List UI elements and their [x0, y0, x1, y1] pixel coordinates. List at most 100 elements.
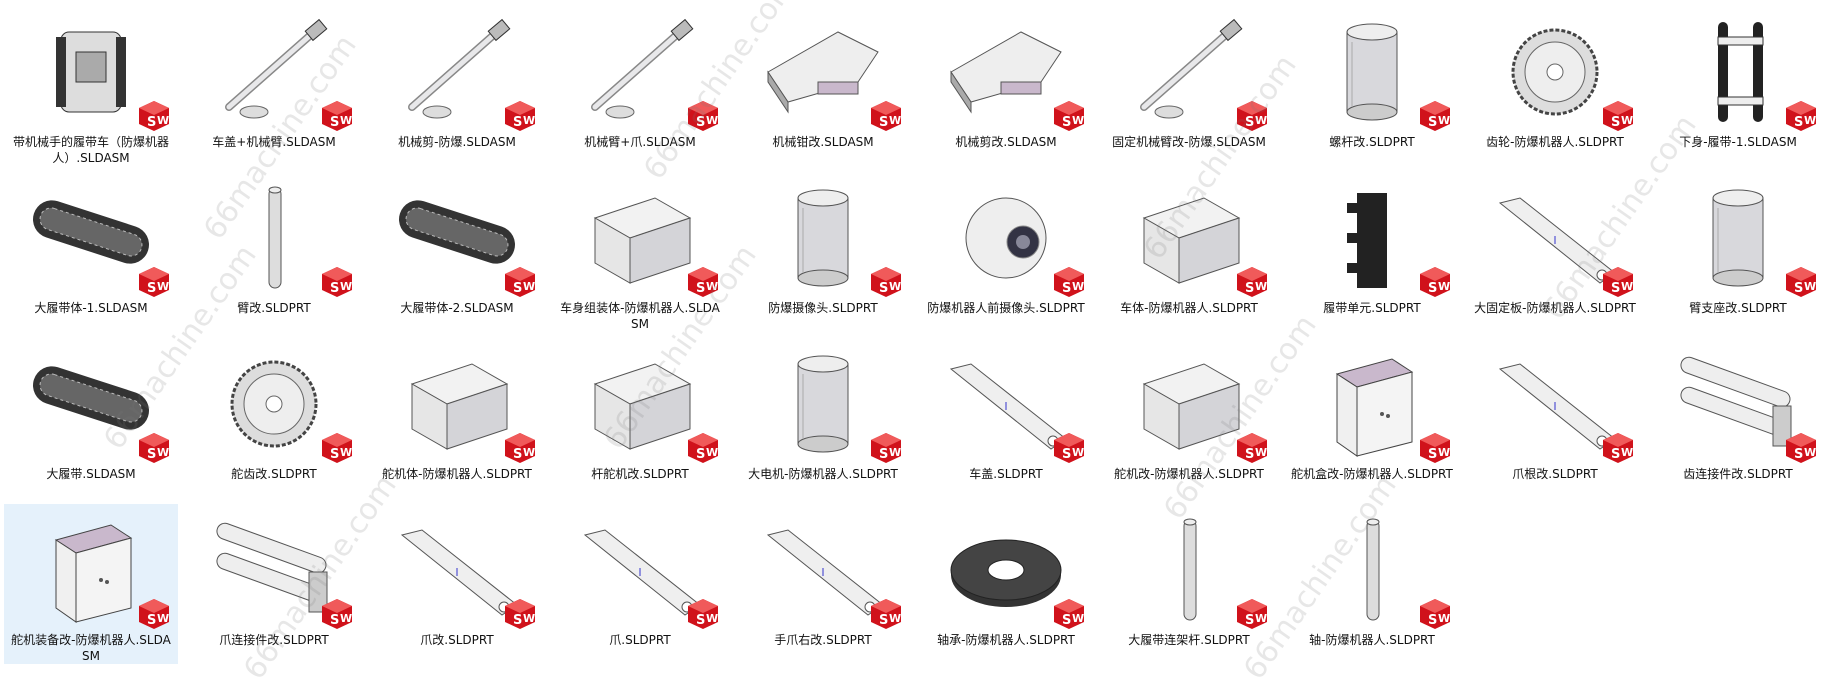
file-name: 机械剪改.SLDASM [955, 135, 1057, 149]
file-name: 舵机装备改-防爆机器人.SLDASM [11, 633, 171, 663]
track-frame-thumbnail-icon [1663, 12, 1813, 134]
svg-text:W: W [1804, 446, 1816, 459]
svg-text:W: W [1072, 446, 1084, 459]
box-thumbnail-icon [1114, 178, 1264, 300]
file-name: 防爆摄像头.SLDPRT [768, 301, 878, 315]
svg-text:S: S [1428, 447, 1437, 462]
svg-text:S: S [330, 447, 339, 462]
arm-thumbnail-icon [382, 12, 532, 134]
file-name: 防爆机器人前摄像头.SLDPRT [927, 301, 1085, 315]
svg-text:S: S [330, 613, 339, 628]
svg-text:W: W [889, 114, 901, 127]
svg-text:W: W [1621, 280, 1633, 293]
svg-text:S: S [1062, 281, 1071, 296]
svg-text:S: S [1611, 115, 1620, 130]
svg-text:W: W [523, 446, 535, 459]
svg-text:S: S [696, 613, 705, 628]
svg-text:W: W [1804, 114, 1816, 127]
svg-text:S: S [1245, 115, 1254, 130]
svg-text:S: S [1611, 281, 1620, 296]
file-name: 臂改.SLDPRT [237, 301, 311, 315]
file-name: 爪.SLDPRT [609, 633, 671, 647]
box-thumbnail-icon [565, 178, 715, 300]
file-name: 大履带连架杆.SLDPRT [1128, 633, 1250, 647]
svg-text:W: W [340, 280, 352, 293]
file-name: 大电机-防爆机器人.SLDPRT [748, 467, 898, 481]
file-name: 机械钳改.SLDASM [772, 135, 874, 149]
svg-text:W: W [340, 114, 352, 127]
svg-text:S: S [696, 447, 705, 462]
svg-text:W: W [706, 114, 718, 127]
svg-text:W: W [157, 446, 169, 459]
svg-text:W: W [523, 114, 535, 127]
gear-thumbnail-icon [199, 344, 349, 466]
svg-text:W: W [1072, 280, 1084, 293]
svg-text:W: W [1621, 446, 1633, 459]
svg-text:W: W [523, 280, 535, 293]
svg-text:W: W [1072, 114, 1084, 127]
gripper-thumbnail-icon [931, 12, 1081, 134]
svg-text:W: W [1255, 446, 1267, 459]
svg-text:S: S [1428, 281, 1437, 296]
file-name: 机械剪-防爆.SLDASM [398, 135, 516, 149]
file-name: 大履带体-2.SLDASM [400, 301, 514, 315]
svg-text:S: S [696, 115, 705, 130]
svg-text:S: S [1062, 115, 1071, 130]
svg-text:W: W [1438, 446, 1450, 459]
svg-text:S: S [1245, 613, 1254, 628]
rod-thumbnail-icon [199, 178, 349, 300]
file-name: 大履带体-1.SLDASM [34, 301, 148, 315]
